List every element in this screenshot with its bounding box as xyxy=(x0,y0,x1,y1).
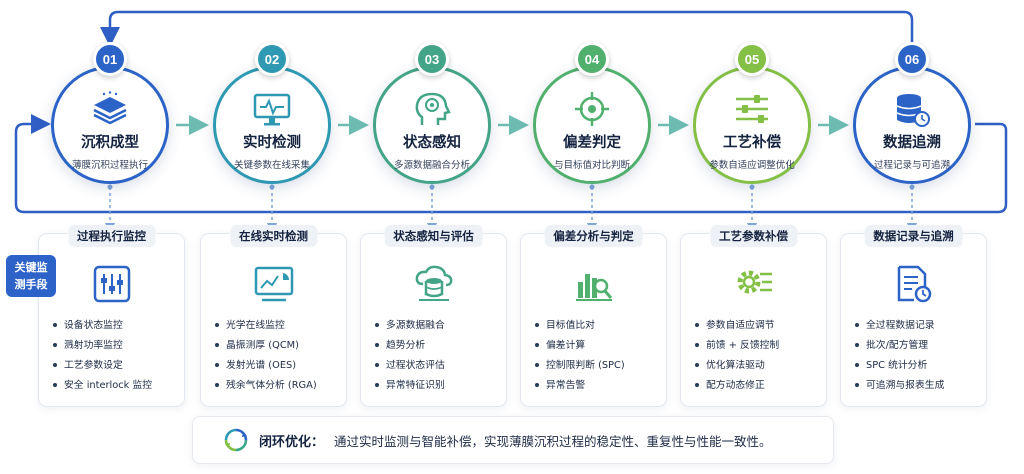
stage-title: 偏差判定 xyxy=(563,135,621,151)
cloud-database-icon xyxy=(415,265,452,301)
card-list-item: SPC 统计分析 xyxy=(855,356,944,376)
stage-2: 实时检测 关键参数在线采集 xyxy=(213,66,331,184)
stage-number-badge: 04 xyxy=(575,42,609,76)
connector-dot xyxy=(107,184,113,190)
stage-number-badge: 03 xyxy=(415,42,449,76)
stage-1: 沉积成型 薄膜沉积过程执行 xyxy=(51,66,169,184)
card-title: 偏差分析与判定 xyxy=(544,225,643,247)
monitor-pulse-icon xyxy=(253,93,291,126)
stage-subtitle: 多源数据融合分析 xyxy=(393,160,470,171)
card-list-item: 配方动态修正 xyxy=(695,376,779,396)
card-title: 过程执行监控 xyxy=(68,225,155,247)
database-clock-icon xyxy=(896,94,930,127)
cycle-icon xyxy=(224,428,248,452)
card-list-item: 过程状态评估 xyxy=(375,356,445,376)
card-list: 参数自适应调节前馈 + 反馈控制优化算法驱动配方动态修正 xyxy=(695,316,779,396)
card-list-item: 偏差计算 xyxy=(535,336,625,356)
stage-subtitle: 过程记录与可追溯 xyxy=(873,160,950,171)
card-list-item: 异常告警 xyxy=(535,376,625,396)
stage-number-badge: 01 xyxy=(93,42,127,76)
stage-title: 实时检测 xyxy=(243,135,301,151)
closed-loop-summary: 闭环优化： 通过实时监测与智能补偿，实现薄膜沉积过程的稳定性、重复性与性能一致性… xyxy=(192,416,834,464)
footer-text: 通过实时监测与智能补偿，实现薄膜沉积过程的稳定性、重复性与性能一致性。 xyxy=(334,433,772,449)
card-list-item: 趋势分析 xyxy=(375,336,445,356)
card-title: 数据记录与追溯 xyxy=(864,225,963,247)
stage-4: 偏差判定 与目标值对比判断 xyxy=(533,66,651,184)
stage-3: 状态感知 多源数据融合分析 xyxy=(373,66,491,184)
stage-6: 数据追溯 过程记录与可追溯 xyxy=(853,66,971,184)
card-list-item: 设备状态监控 xyxy=(53,316,152,336)
stage-title: 数据追溯 xyxy=(883,135,941,151)
control-panel-icon xyxy=(93,265,130,303)
card-list-item: 控制限判断 (SPC) xyxy=(535,356,625,376)
card-list-item: 晶振测厚 (QCM) xyxy=(215,336,317,356)
card-list-item: 安全 interlock 监控 xyxy=(53,376,152,396)
card-list-item: 批次/配方管理 xyxy=(855,336,944,356)
stage-subtitle: 关键参数在线采集 xyxy=(233,160,310,171)
key-monitoring-label: 关键监 测手段 xyxy=(6,255,56,297)
ai-head-icon xyxy=(415,92,451,125)
target-icon xyxy=(575,92,609,126)
stage-subtitle: 与目标值对比判断 xyxy=(553,160,630,171)
card-list-item: 可追溯与报表生成 xyxy=(855,376,944,396)
monitoring-card-4: 偏差分析与判定 目标值比对偏差计算控制限判断 (SPC)异常告警 xyxy=(520,225,667,407)
card-list-item: 全过程数据记录 xyxy=(855,316,944,336)
card-list-item: 异常特征识别 xyxy=(375,376,445,396)
stage-subtitle: 薄膜沉积过程执行 xyxy=(71,160,148,171)
card-list: 光学在线监控晶振测厚 (QCM)发射光谱 (OES)残余气体分析 (RGA) xyxy=(215,316,317,396)
connector-dot xyxy=(269,184,275,190)
card-list-item: 发射光谱 (OES) xyxy=(215,356,317,376)
card-title: 工艺参数补偿 xyxy=(710,225,797,247)
card-list-item: 参数自适应调节 xyxy=(695,316,779,336)
bar-chart-search-icon xyxy=(575,274,612,301)
connector-dot xyxy=(909,184,915,190)
document-clock-icon xyxy=(897,265,931,303)
connector-dot xyxy=(429,184,435,190)
card-list: 目标值比对偏差计算控制限判断 (SPC)异常告警 xyxy=(535,316,625,396)
card-title: 状态感知与评估 xyxy=(384,225,483,247)
card-title: 在线实时检测 xyxy=(230,225,317,247)
card-list-item: 残余气体分析 (RGA) xyxy=(215,376,317,396)
monitoring-card-3: 状态感知与评估 多源数据融合趋势分析过程状态评估异常特征识别 xyxy=(360,225,507,407)
card-list-item: 溅射功率监控 xyxy=(53,336,152,356)
stage-title: 状态感知 xyxy=(403,135,461,151)
loop-return-line-top xyxy=(100,10,914,48)
monitoring-card-1: 过程执行监控 设备状态监控溅射功率监控工艺参数设定安全 interlock 监控 xyxy=(38,225,185,407)
card-list-item: 优化算法驱动 xyxy=(695,356,779,376)
stage-number-badge: 02 xyxy=(255,42,289,76)
layers-icon xyxy=(93,91,127,125)
dashboard-chart-icon xyxy=(254,266,293,302)
card-list-item: 多源数据融合 xyxy=(375,316,445,336)
monitoring-card-5: 工艺参数补偿 参数自适应调节前馈 + 反馈控制优化算法驱动配方动态修正 xyxy=(680,225,827,407)
card-list: 多源数据融合趋势分析过程状态评估异常特征识别 xyxy=(375,316,445,396)
stage-number-badge: 06 xyxy=(895,42,929,76)
stage-subtitle: 参数自适应调整优化 xyxy=(709,160,795,171)
stage-5: 工艺补偿 参数自适应调整优化 xyxy=(693,66,811,184)
sliders-icon xyxy=(736,95,768,123)
side-label-line2: 测手段 xyxy=(14,278,48,291)
side-label-line1: 关键监 xyxy=(14,261,48,274)
card-list: 设备状态监控溅射功率监控工艺参数设定安全 interlock 监控 xyxy=(53,316,152,396)
card-list-item: 目标值比对 xyxy=(535,316,625,336)
connector-dot xyxy=(589,184,595,190)
monitoring-card-2: 在线实时检测 光学在线监控晶振测厚 (QCM)发射光谱 (OES)残余气体分析 … xyxy=(200,225,347,407)
loop-return-line-bottom xyxy=(14,114,1008,214)
footer-label: 闭环优化： xyxy=(259,434,325,450)
gear-settings-icon xyxy=(737,270,772,294)
connector-dot xyxy=(749,184,755,190)
stage-title: 工艺补偿 xyxy=(723,135,781,151)
stage-number-badge: 05 xyxy=(735,42,769,76)
card-list-item: 工艺参数设定 xyxy=(53,356,152,376)
card-list-item: 前馈 + 反馈控制 xyxy=(695,336,779,356)
card-list-item: 光学在线监控 xyxy=(215,316,317,336)
stage-title: 沉积成型 xyxy=(81,135,139,151)
